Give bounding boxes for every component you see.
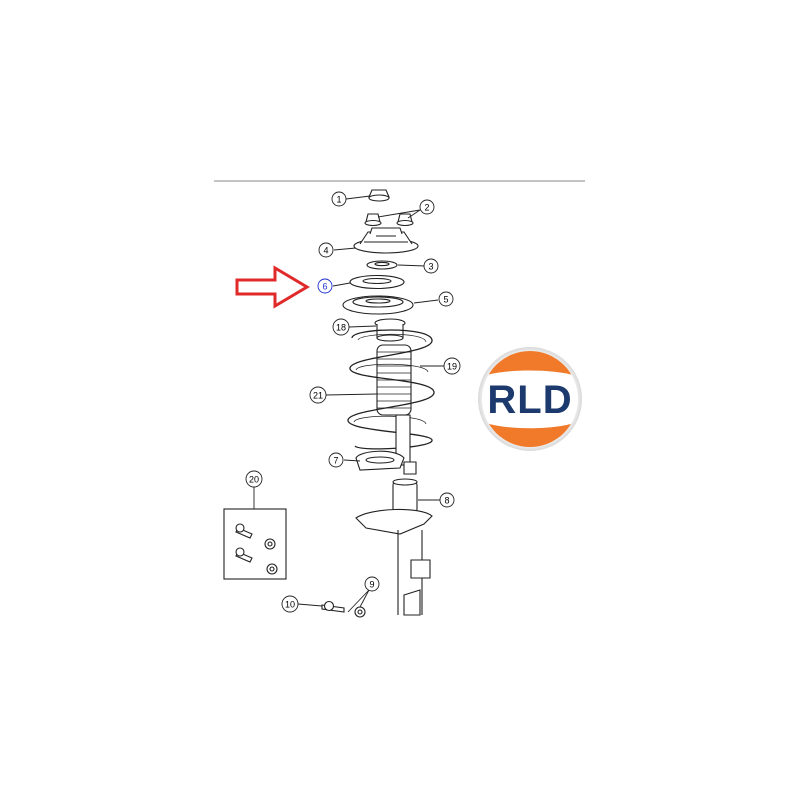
- svg-text:10: 10: [285, 600, 295, 610]
- callout-7: 7: [328, 452, 344, 468]
- svg-text:2: 2: [424, 203, 429, 213]
- svg-text:6: 6: [322, 282, 327, 292]
- part-bolt-kit: [223, 508, 287, 580]
- callout-2: 2: [419, 199, 435, 215]
- callout-10: 10: [281, 595, 299, 613]
- part-nut-top: [368, 189, 390, 202]
- svg-text:9: 9: [369, 580, 374, 590]
- callout-21: 21: [309, 386, 327, 404]
- part-coil-spring: [347, 329, 435, 450]
- svg-text:3: 3: [428, 262, 433, 272]
- svg-text:4: 4: [323, 246, 328, 256]
- svg-text:5: 5: [443, 295, 448, 305]
- part-bolt: [321, 600, 345, 613]
- callout-3: 3: [423, 258, 439, 274]
- callout-8: 8: [439, 492, 455, 508]
- callout-19: 19: [443, 357, 461, 375]
- svg-text:19: 19: [447, 362, 457, 372]
- rld-logo: RLD: [478, 347, 582, 451]
- part-spring-seat-upper: [349, 274, 405, 290]
- callout-20: 20: [245, 470, 263, 488]
- callout-9: 9: [364, 576, 380, 592]
- callout-5: 5: [438, 291, 454, 307]
- svg-text:21: 21: [313, 391, 323, 401]
- part-lower-seat: [355, 450, 417, 475]
- svg-text:8: 8: [444, 496, 449, 506]
- svg-text:RLD: RLD: [487, 378, 572, 422]
- callout-6-highlighted: 6: [317, 278, 333, 294]
- callout-1: 1: [331, 191, 347, 207]
- red-arrow-icon: [235, 265, 310, 309]
- part-nuts-lower: [354, 606, 366, 618]
- part-isolator: [342, 295, 414, 315]
- svg-text:20: 20: [249, 475, 259, 485]
- part-bearing: [366, 260, 398, 270]
- part-strut-body: [355, 478, 433, 616]
- callout-18: 18: [332, 318, 350, 336]
- part-upper-mount: [353, 227, 419, 254]
- svg-text:1: 1: [336, 195, 341, 205]
- svg-text:7: 7: [333, 456, 338, 466]
- svg-text:18: 18: [336, 323, 346, 333]
- part-piston-rod: [395, 414, 411, 466]
- parts-drawing: [223, 189, 435, 618]
- callout-4: 4: [318, 242, 334, 258]
- leader-lines: [253, 195, 444, 613]
- part-nuts-mount: [364, 213, 414, 227]
